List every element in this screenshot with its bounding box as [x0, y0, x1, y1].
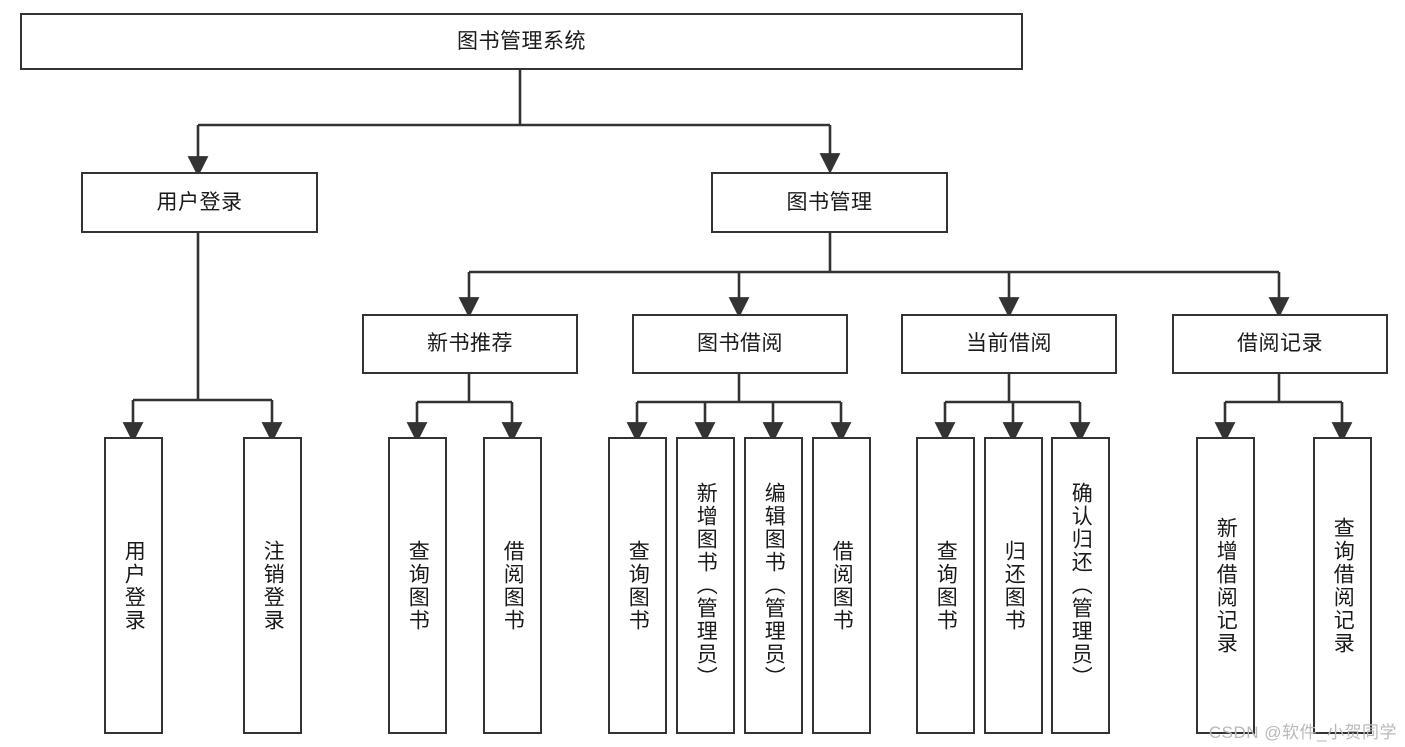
- node-leaf-borrow-book-2[interactable]: 借阅图书: [812, 437, 871, 734]
- node-borrow-records-label: 借阅记录: [1237, 332, 1323, 356]
- node-leaf-query-book-1[interactable]: 查询图书: [388, 437, 447, 734]
- node-leaf-add-borrow-record-label: 新增借阅记录: [1214, 516, 1238, 655]
- node-leaf-add-book-admin-label: 新增图书（管理员）: [694, 482, 718, 689]
- node-current-borrow[interactable]: 当前借阅: [901, 314, 1117, 374]
- node-leaf-user-login-label: 用户登录: [122, 539, 146, 632]
- node-leaf-query-book-3[interactable]: 查询图书: [916, 437, 975, 734]
- node-book-borrow-label: 图书借阅: [697, 332, 783, 356]
- node-leaf-query-book-1-label: 查询图书: [406, 539, 430, 632]
- node-root-label: 图书管理系统: [457, 29, 586, 53]
- node-leaf-add-book-admin[interactable]: 新增图书（管理员）: [676, 437, 735, 734]
- node-leaf-user-login[interactable]: 用户登录: [104, 437, 163, 734]
- node-leaf-query-book-2-label: 查询图书: [626, 539, 650, 632]
- node-new-book-recommend-label: 新书推荐: [427, 332, 513, 356]
- node-leaf-borrow-book-1-label: 借阅图书: [501, 539, 525, 632]
- watermark-text: CSDN @软件_小贺同学: [1208, 723, 1397, 742]
- node-leaf-query-book-2[interactable]: 查询图书: [608, 437, 667, 734]
- node-leaf-query-borrow-record[interactable]: 查询借阅记录: [1313, 437, 1372, 734]
- node-leaf-add-borrow-record[interactable]: 新增借阅记录: [1196, 437, 1255, 734]
- node-user-login[interactable]: 用户登录: [81, 172, 318, 233]
- node-leaf-logout[interactable]: 注销登录: [243, 437, 302, 734]
- node-new-book-recommend[interactable]: 新书推荐: [362, 314, 578, 374]
- node-leaf-borrow-book-1[interactable]: 借阅图书: [483, 437, 542, 734]
- node-user-login-label: 用户登录: [156, 190, 243, 214]
- node-leaf-confirm-return-admin-label: 确认归还（管理员）: [1069, 482, 1093, 689]
- node-leaf-borrow-book-2-label: 借阅图书: [830, 539, 854, 632]
- node-leaf-query-borrow-record-label: 查询借阅记录: [1331, 516, 1355, 655]
- node-current-borrow-label: 当前借阅: [966, 332, 1052, 356]
- node-leaf-return-book-label: 归还图书: [1002, 539, 1026, 632]
- node-book-management-label: 图书管理: [786, 190, 873, 214]
- node-root[interactable]: 图书管理系统: [20, 13, 1023, 70]
- node-leaf-edit-book-admin[interactable]: 编辑图书（管理员）: [744, 437, 803, 734]
- node-borrow-records[interactable]: 借阅记录: [1172, 314, 1388, 374]
- node-leaf-query-book-3-label: 查询图书: [934, 539, 958, 632]
- node-leaf-return-book[interactable]: 归还图书: [984, 437, 1043, 734]
- node-book-management[interactable]: 图书管理: [711, 172, 948, 233]
- node-book-borrow[interactable]: 图书借阅: [632, 314, 848, 374]
- node-leaf-edit-book-admin-label: 编辑图书（管理员）: [762, 482, 786, 689]
- node-leaf-confirm-return-admin[interactable]: 确认归还（管理员）: [1051, 437, 1110, 734]
- node-leaf-logout-label: 注销登录: [261, 539, 285, 632]
